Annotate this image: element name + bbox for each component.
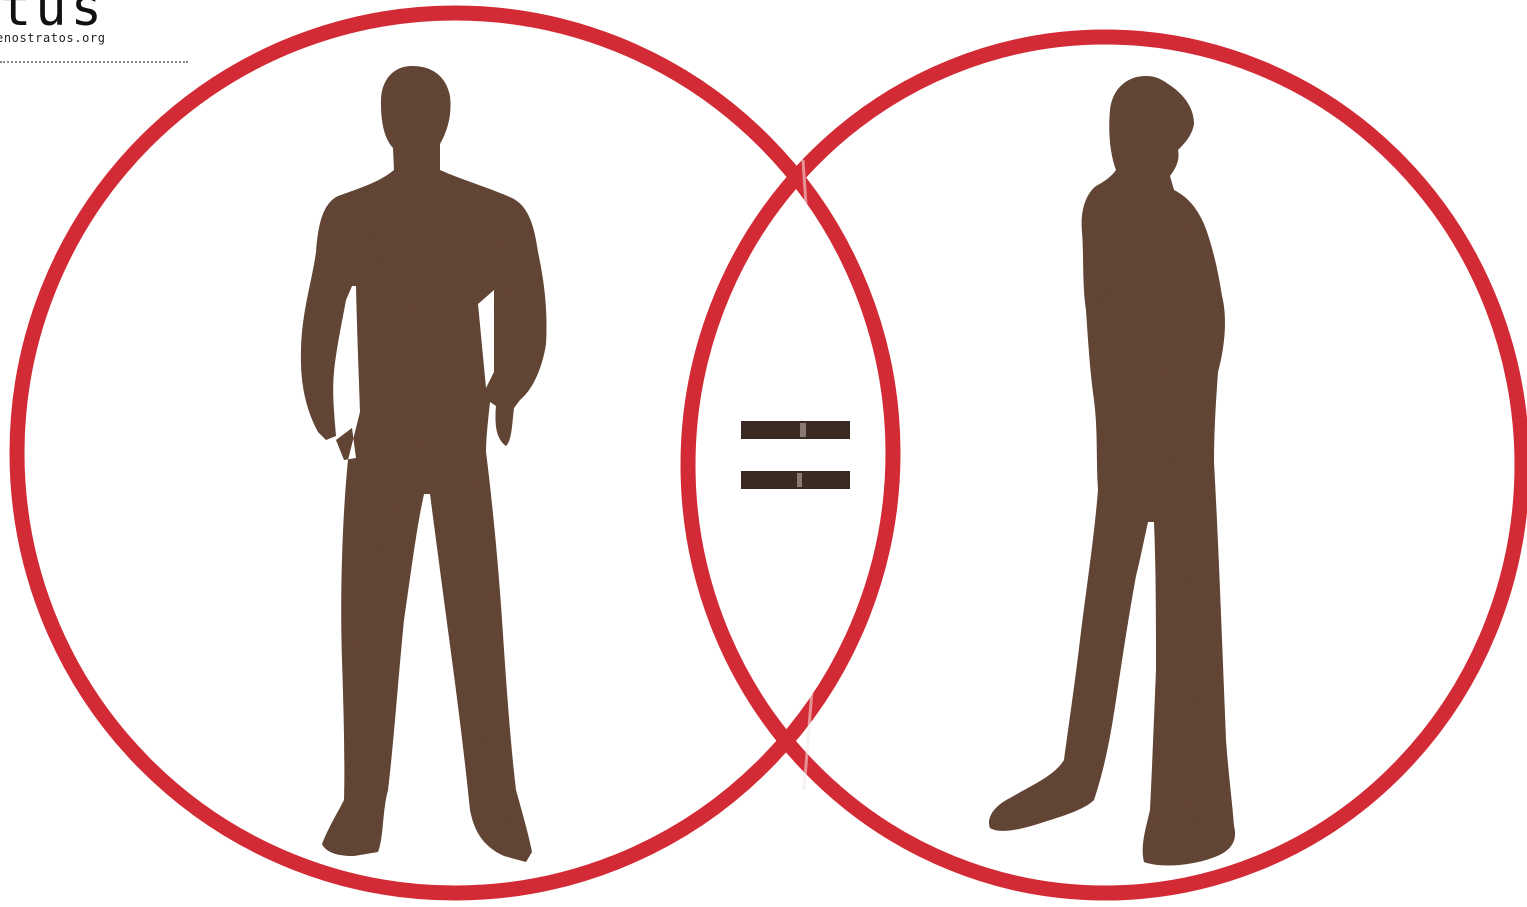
equals-sign-icon xyxy=(741,421,850,489)
man-silhouette-icon xyxy=(301,66,547,862)
woman-silhouette-icon xyxy=(989,76,1235,865)
